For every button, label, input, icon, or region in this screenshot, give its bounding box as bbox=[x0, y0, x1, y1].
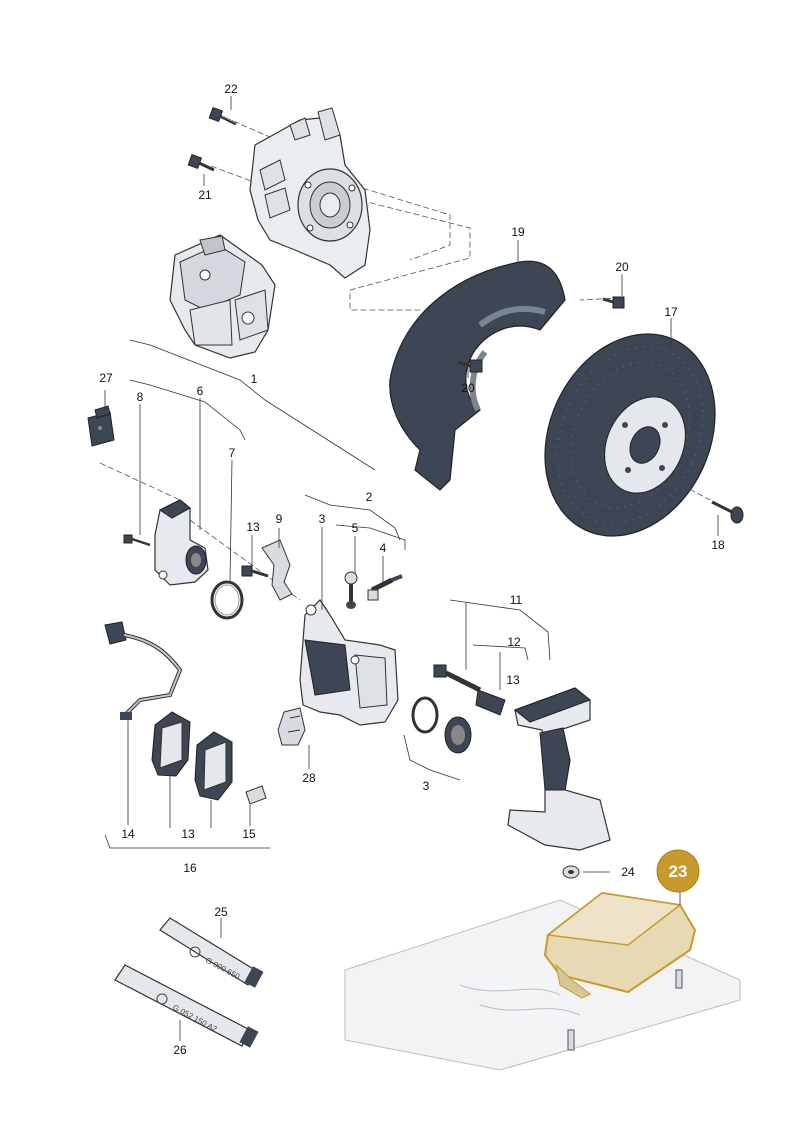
callout-leaders bbox=[104, 96, 719, 1041]
brake-disc-17[interactable] bbox=[513, 306, 747, 564]
callout-5: 5 bbox=[352, 521, 359, 535]
caliper-bracket-11[interactable] bbox=[507, 687, 611, 851]
callout-17: 17 bbox=[664, 305, 678, 319]
callout-18: 18 bbox=[711, 538, 725, 552]
wheel-bearing-housing[interactable] bbox=[249, 107, 371, 279]
brake-caliper-assembly[interactable] bbox=[169, 234, 276, 359]
bleed-valve-4[interactable] bbox=[367, 574, 403, 601]
callout-9: 9 bbox=[276, 512, 283, 526]
screw-8[interactable] bbox=[123, 534, 151, 547]
clip-15[interactable] bbox=[245, 785, 267, 805]
clip-9[interactable] bbox=[261, 539, 293, 601]
callout-2: 2 bbox=[366, 490, 373, 504]
callout-22: 22 bbox=[224, 82, 238, 96]
callout-11: 11 bbox=[510, 593, 523, 607]
callout-6: 6 bbox=[197, 384, 204, 398]
bolt-21[interactable] bbox=[187, 153, 215, 172]
caliper-housing[interactable] bbox=[299, 599, 399, 726]
callout-4: 4 bbox=[380, 541, 387, 555]
callout-19: 19 bbox=[511, 225, 525, 239]
wear-sensor-14[interactable] bbox=[104, 621, 183, 720]
brake-pad-left[interactable] bbox=[151, 711, 191, 777]
callout-20-lower: 20 bbox=[461, 381, 475, 395]
nut-24[interactable] bbox=[562, 865, 580, 879]
connector-27[interactable] bbox=[87, 405, 115, 447]
callout-7: 7 bbox=[229, 446, 236, 460]
callout-labels: 22 21 19 20 17 20 27 1 6 8 7 2 9 3 13 5 … bbox=[99, 82, 725, 1057]
control-unit-23[interactable] bbox=[543, 891, 697, 1051]
screw-18[interactable] bbox=[711, 500, 744, 524]
grease-tube-26[interactable]: G 052 150 A2 bbox=[114, 964, 259, 1048]
highlight-badge-label: 23 bbox=[669, 862, 688, 881]
callout-26: 26 bbox=[173, 1043, 187, 1057]
callout-12: 12 bbox=[507, 635, 521, 649]
callout-13-lower: 13 bbox=[181, 827, 195, 841]
callout-15: 15 bbox=[242, 827, 256, 841]
guide-pin-5[interactable] bbox=[344, 571, 358, 609]
callout-27: 27 bbox=[99, 371, 113, 385]
spring-28[interactable] bbox=[277, 707, 306, 746]
callout-13-upper: 13 bbox=[246, 520, 260, 534]
bolt-13-right[interactable] bbox=[433, 664, 482, 693]
o-ring-7[interactable] bbox=[210, 580, 244, 620]
callout-3-lower: 3 bbox=[423, 779, 430, 793]
bolt-13-upper[interactable] bbox=[241, 565, 269, 578]
callout-13-right: 13 bbox=[506, 673, 520, 687]
grease-tube-25[interactable]: G 000 650 bbox=[159, 917, 264, 988]
callout-3-upper: 3 bbox=[319, 512, 326, 526]
callout-20-upper: 20 bbox=[615, 260, 629, 274]
callout-1: 1 bbox=[251, 372, 258, 386]
bolt-20-lower[interactable] bbox=[457, 359, 483, 373]
bolt-22[interactable] bbox=[208, 106, 237, 126]
splash-shield-19[interactable] bbox=[389, 260, 566, 491]
dust-boot-3[interactable] bbox=[444, 716, 472, 754]
callout-16: 16 bbox=[183, 861, 197, 875]
highlight-badge-23[interactable]: 23 bbox=[656, 849, 700, 893]
bolt-20-upper[interactable] bbox=[602, 296, 625, 309]
callout-21: 21 bbox=[198, 188, 212, 202]
callout-14: 14 bbox=[121, 827, 135, 841]
callout-24: 24 bbox=[621, 865, 635, 879]
caliper-motor-6[interactable] bbox=[154, 499, 209, 586]
boot-12[interactable] bbox=[475, 689, 506, 716]
callout-8: 8 bbox=[137, 390, 144, 404]
brake-pad-right[interactable] bbox=[194, 731, 233, 801]
callout-28: 28 bbox=[302, 771, 316, 785]
callout-25: 25 bbox=[214, 905, 228, 919]
seal-ring-3[interactable] bbox=[411, 696, 439, 734]
